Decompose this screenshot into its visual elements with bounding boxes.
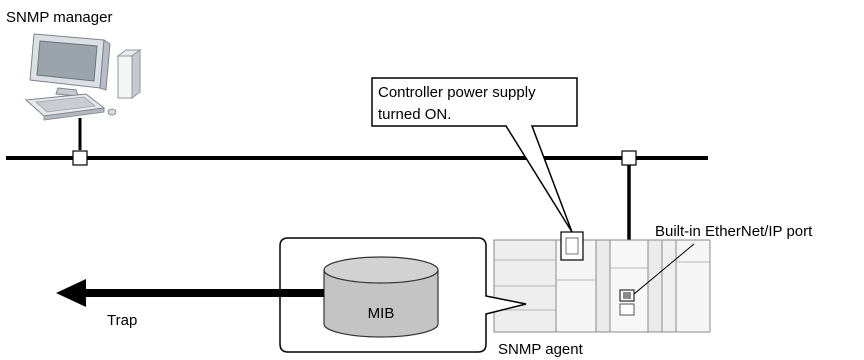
ethernet-ip-port-label: Built-in EtherNet/IP port (655, 223, 813, 240)
trap-label: Trap (107, 312, 137, 329)
desktop-computer-icon (24, 33, 142, 121)
callout-text-line2: turned ON. (378, 106, 451, 123)
database-cylinder-icon (323, 256, 439, 338)
plc-controller-icon (493, 231, 711, 333)
agent-connector-box (621, 150, 637, 166)
trap-arrow-icon (56, 279, 324, 307)
mib-label: MIB (368, 305, 395, 322)
callout-text-line1: Controller power supply (378, 84, 536, 101)
port-pointer-line (633, 243, 695, 295)
snmp-agent-label: SNMP agent (498, 341, 584, 358)
snmp-manager-label: SNMP manager (6, 9, 112, 26)
manager-connector-box (72, 150, 88, 166)
power-on-callout: Controller power supply turned ON. (371, 77, 578, 233)
